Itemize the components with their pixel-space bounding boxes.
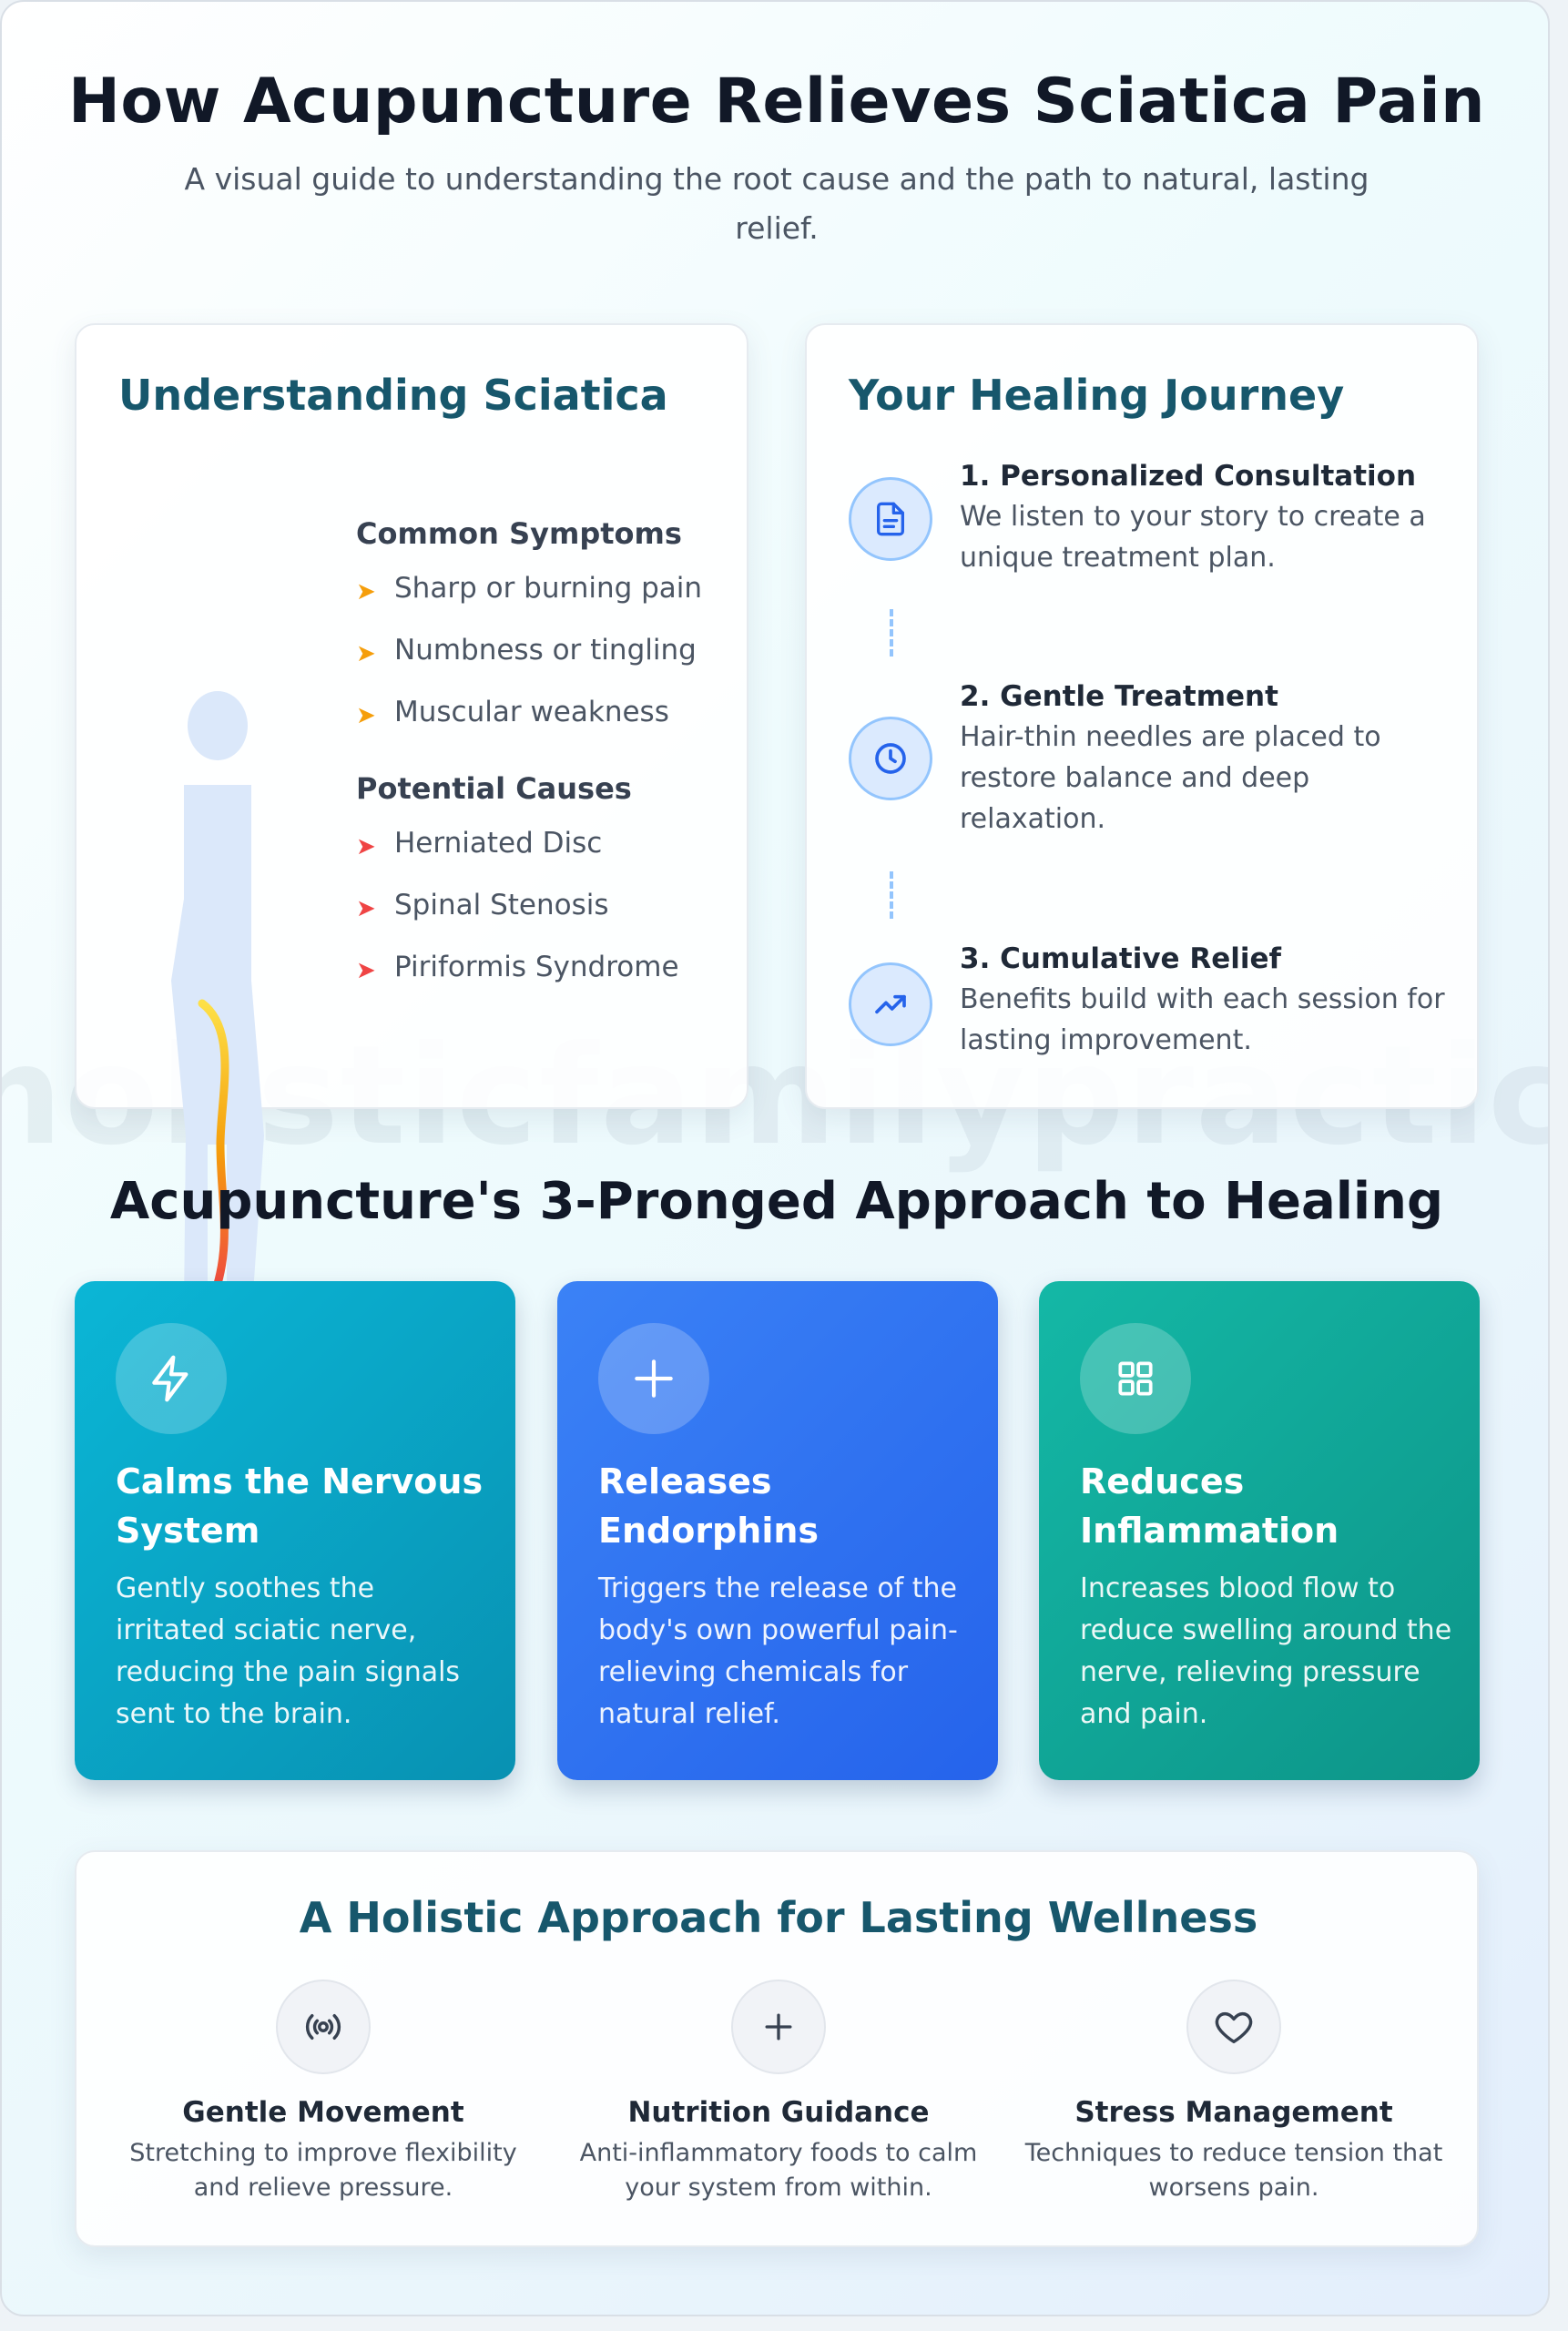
prong-card-nervous-system: Calms the Nervous System Gently soothes …: [75, 1281, 515, 1780]
page-subtitle: A visual guide to understanding the root…: [184, 161, 1369, 246]
prong-title: Reduces Inflammation: [1080, 1461, 1339, 1551]
prong-title: Calms the Nervous System: [116, 1461, 484, 1551]
prong-card-endorphins: Releases Endorphins Triggers the release…: [557, 1281, 998, 1780]
cause-item: ➤ Piriformis Syndrome: [356, 951, 679, 984]
pillar-description: Anti-inflammatory foods to calm your sys…: [579, 2139, 978, 2202]
lightning-icon: [116, 1323, 227, 1434]
prong-title: Releases Endorphins: [598, 1461, 820, 1551]
arrow-right-icon: ➤: [356, 833, 376, 860]
pillar-stress-management: Stress Management Techniques to reduce t…: [1020, 1980, 1448, 2205]
trending-up-icon: [849, 962, 932, 1046]
figure-body: [171, 785, 264, 1307]
cause-item: ➤ Spinal Stenosis: [356, 889, 609, 922]
pillar-gentle-movement: Gentle Movement Stretching to improve fl…: [109, 1980, 537, 2205]
prong-description: Gently soothes the irritated sciatic ner…: [116, 1573, 461, 1730]
step-title: 2. Gentle Treatment: [960, 680, 1278, 713]
page-title: How Acupuncture Relieves Sciatica Pain: [67, 66, 1486, 137]
step-title: 3. Cumulative Relief: [960, 942, 1282, 975]
pillar-title: Nutrition Guidance: [627, 2096, 930, 2129]
step-description: Hair-thin needles are placed to restore …: [960, 721, 1381, 835]
document-icon: [849, 477, 932, 561]
pillar-title: Gentle Movement: [182, 2096, 464, 2129]
arrow-right-icon: ➤: [356, 578, 376, 606]
understanding-title: Understanding Sciatica: [118, 371, 668, 420]
heart-icon: [1186, 1980, 1281, 2074]
sciatic-nerve-line: [198, 999, 229, 1302]
pillar-nutrition-guidance: Nutrition Guidance Anti-inflammatory foo…: [565, 1980, 993, 2205]
journey-title: Your Healing Journey: [849, 371, 1345, 420]
step-connector: [890, 609, 893, 657]
symptom-item: ➤ Muscular weakness: [356, 696, 669, 729]
prong-card-inflammation: Reduces Inflammation Increases blood flo…: [1039, 1281, 1480, 1780]
radio-waves-icon: [276, 1980, 371, 2074]
healing-journey-card: Your Healing Journey 1. Personalized Con…: [805, 323, 1479, 1109]
step-title: 1. Personalized Consultation: [960, 460, 1417, 493]
symptom-item: ➤ Sharp or burning pain: [356, 572, 703, 606]
pillar-description: Techniques to reduce tension that worsen…: [1024, 2139, 1443, 2202]
clock-icon: [849, 717, 932, 800]
arrow-right-icon: ➤: [356, 640, 376, 667]
step-connector: [890, 871, 893, 919]
prong-description: Increases blood flow to reduce swelling …: [1080, 1573, 1452, 1730]
cause-item: ➤ Herniated Disc: [356, 827, 603, 860]
holistic-title: A Holistic Approach for Lasting Wellness: [299, 1893, 1258, 1942]
symptom-item: ➤ Numbness or tingling: [356, 634, 697, 667]
pillar-description: Stretching to improve flexibility and re…: [129, 2139, 517, 2202]
approach-title: Acupuncture's 3-Pronged Approach to Heal…: [109, 1172, 1444, 1231]
causes-heading: Potential Causes: [356, 771, 632, 806]
grid-icon: [1080, 1323, 1191, 1434]
arrow-right-icon: ➤: [356, 957, 376, 984]
body-figure-icon: [171, 691, 264, 1307]
holistic-wellness-card: A Holistic Approach for Lasting Wellness…: [75, 1850, 1479, 2247]
pillar-title: Stress Management: [1074, 2096, 1393, 2129]
arrow-right-icon: ➤: [356, 702, 376, 729]
figure-head: [188, 691, 248, 760]
prong-description: Triggers the release of the body's own p…: [598, 1573, 958, 1730]
plus-icon: [598, 1323, 709, 1434]
understanding-sciatica-card: Understanding Sciatica Common Symptoms ➤…: [75, 323, 748, 1307]
step-description: Benefits build with each session for las…: [960, 983, 1445, 1056]
arrow-right-icon: ➤: [356, 895, 376, 922]
plus-icon: [731, 1980, 826, 2074]
step-description: We listen to your story to create a uniq…: [960, 501, 1426, 574]
symptoms-heading: Common Symptoms: [356, 516, 682, 551]
